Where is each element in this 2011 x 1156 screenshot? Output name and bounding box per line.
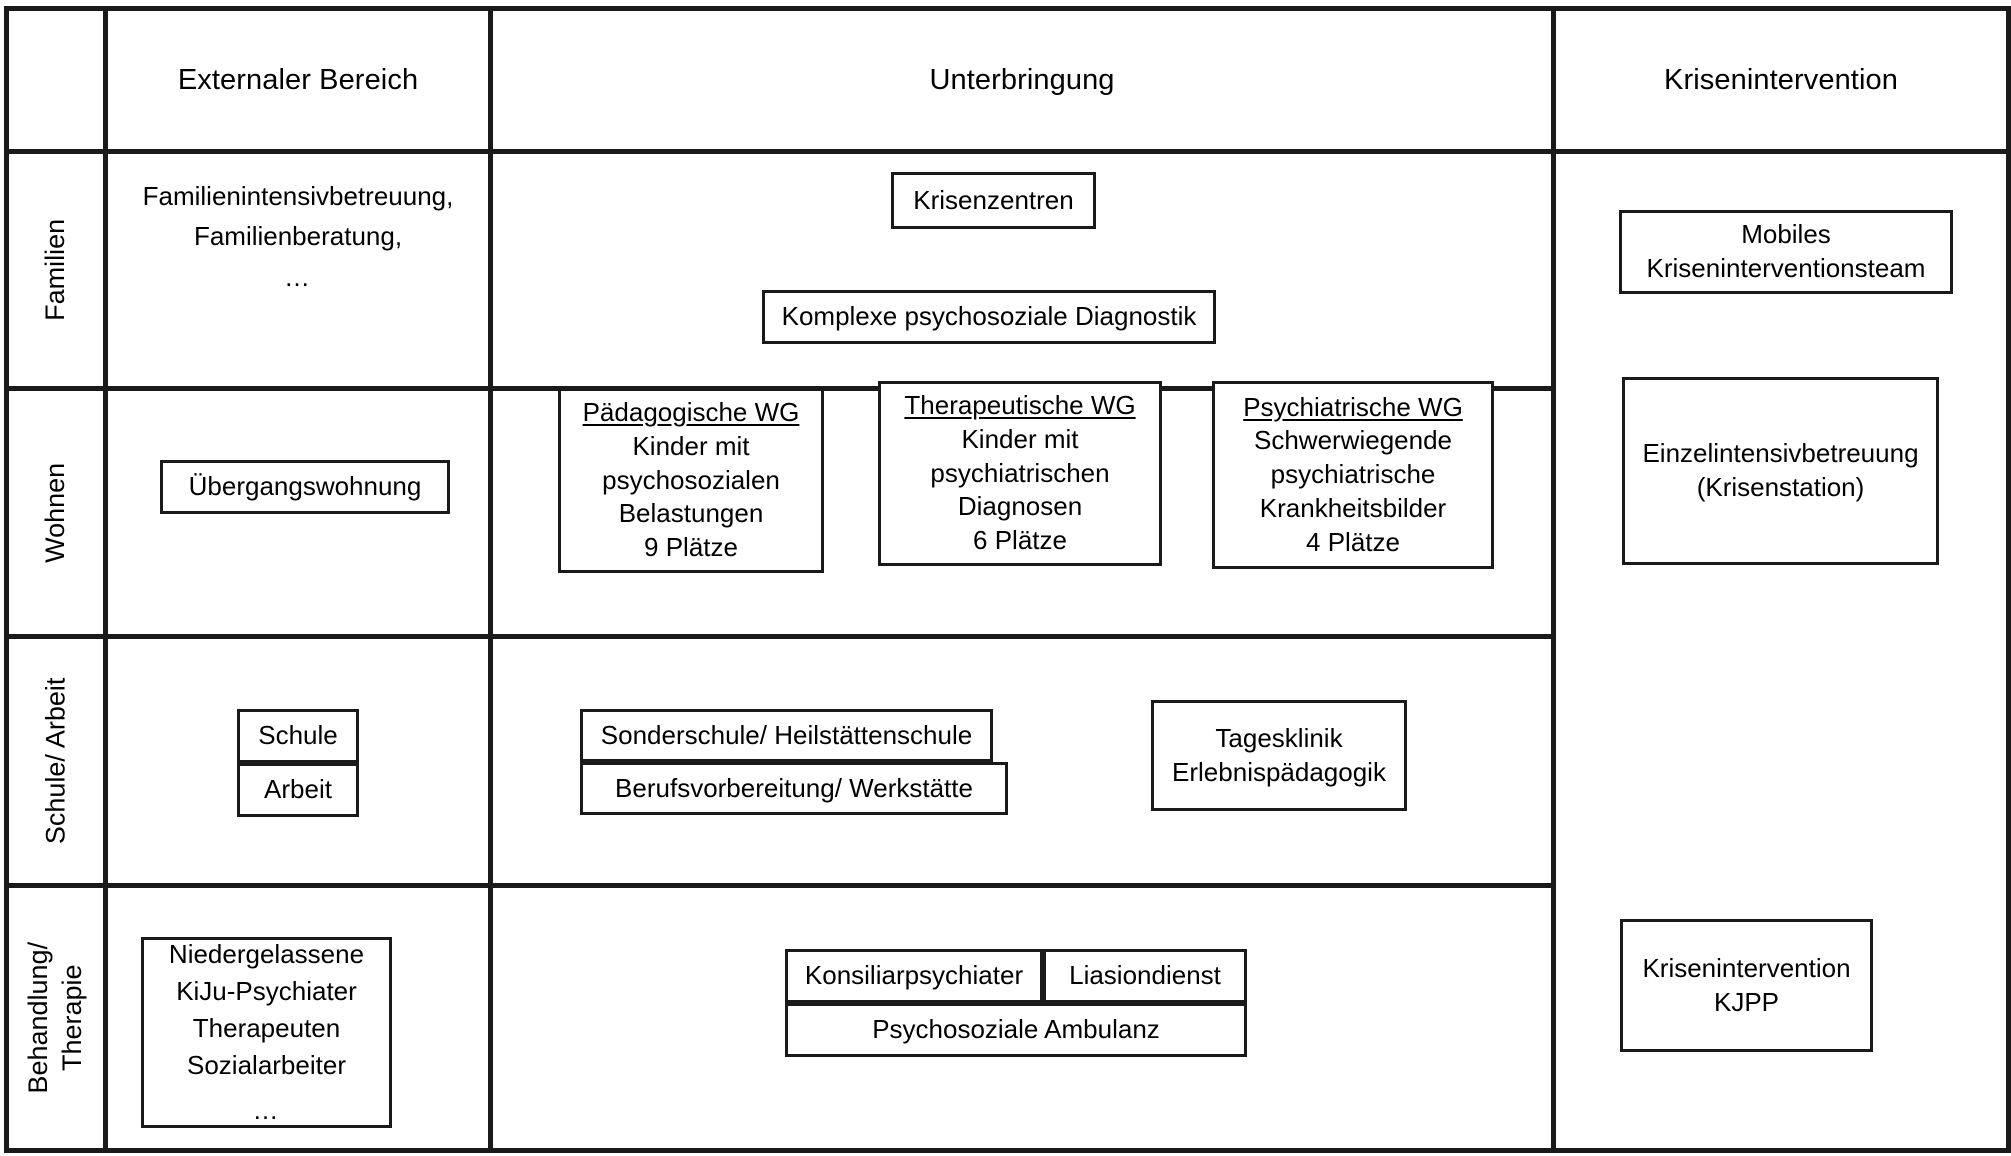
krisenintervention-kjpp-line-1: Krisenintervention [1642,952,1851,983]
grid-line-left-edge [4,6,9,1153]
paedagogische-wg-box[interactable]: Pädagogische WG Kinder mit psychosoziale… [558,388,824,573]
wg-line-1: Schwerwiegende [1253,425,1452,456]
mobiles-team-line-1: Mobiles [1741,219,1831,250]
krisenzentren-label: Krisenzentren [913,184,1074,215]
wg-line-1: Kinder mit [961,423,1079,454]
tagesklinik-erlebnispaedagogik-box[interactable]: Tagesklinik Erlebnispädagogik [1151,700,1407,811]
liasiondienst-box[interactable]: Liasiondienst [1043,949,1247,1003]
row-label-familien: Familien [9,154,103,386]
wg-title: Pädagogische WG [582,397,800,427]
text-line-2: Familienberatung, [193,221,403,252]
row-label-line-2: Therapie [57,964,88,1072]
row-label-text: Wohnen [40,462,71,563]
grid-line-wohnen-bottom [4,634,1555,639]
grid-line-top [4,6,2011,11]
wg-line-3: Belastungen [618,498,764,529]
row-label-behandlung-therapie: Behandlung/ Therapie [9,888,103,1148]
krisenintervention-kjpp-line-2: KJPP [1713,986,1780,1017]
sonderschule-label: Sonderschule/ Heilstättenschule [600,719,973,750]
wg-line-4: 9 Plätze [644,532,738,563]
grid-line-rowlabel-right [103,6,108,1153]
grid-line-bottom [4,1148,2011,1153]
sonderschule-heilstaettenschule-box[interactable]: Sonderschule/ Heilstättenschule [580,709,993,762]
berufsvorbereitung-label: Berufsvorbereitung/ Werkstätte [615,772,973,803]
grid-line-header-bottom [4,149,2011,154]
uebergangswohnung-box[interactable]: Übergangswohnung [160,460,450,514]
row-label-line-1: Behandlung/ [23,942,54,1094]
column-header-krisenintervention: Krisenintervention [1556,11,2006,149]
niedergelassene-box[interactable]: Niedergelassene KiJu-Psychiater Therapeu… [141,937,392,1128]
wg-line-2: psychiatrischen [930,457,1110,488]
mobiles-kriseninterventionsteam-box[interactable]: Mobiles Kriseninterventionsteam [1619,210,1953,294]
grid-line-schule-bottom [4,883,1555,888]
tagesklinik-line-2: Erlebnispädagogik [1172,756,1386,787]
konsiliarpsychiater-box[interactable]: Konsiliarpsychiater [785,949,1043,1003]
wg-line-4: 4 Plätze [1306,526,1400,557]
schule-box[interactable]: Schule [237,709,359,763]
krisenintervention-kjpp-box[interactable]: Krisenintervention KJPP [1620,919,1873,1052]
niedergelassene-line-3: Therapeuten [192,1013,341,1044]
niedergelassene-line-5: … [252,1094,281,1125]
einzelintensivbetreuung-box[interactable]: Einzelintensivbetreuung (Krisenstation) [1622,377,1939,565]
einzelintensivbetreuung-line-1: Einzelintensivbetreuung [1642,438,1919,469]
niedergelassene-line-2: KiJu-Psychiater [176,976,357,1007]
arbeit-box[interactable]: Arbeit [237,763,359,817]
berufsvorbereitung-werkstaette-box[interactable]: Berufsvorbereitung/ Werkstätte [580,762,1008,815]
psychiatrische-wg-box[interactable]: Psychiatrische WG Schwerwiegende psychia… [1212,381,1494,569]
wg-line-3: Krankheitsbilder [1259,492,1447,523]
text-line-1: Familienintensivbetreuung, [142,181,454,211]
psychosoziale-ambulanz-label: Psychosoziale Ambulanz [872,1014,1160,1045]
psychosoziale-ambulanz-box[interactable]: Psychosoziale Ambulanz [785,1003,1247,1057]
therapeutische-wg-box[interactable]: Therapeutische WG Kinder mit psychiatris… [878,381,1162,566]
uebergangswohnung-label: Übergangswohnung [188,471,422,502]
row-label-text: Familien [40,218,71,322]
arbeit-label: Arbeit [264,774,332,805]
row-label-schule-arbeit: Schule/ Arbeit [9,639,103,883]
grid-line-col2-right [1551,6,1556,1153]
column-header-externaler-bereich: Externaler Bereich [108,11,488,149]
wg-title: Therapeutische WG [904,390,1136,420]
schule-label: Schule [258,720,338,751]
mobiles-team-line-2: Kriseninterventionsteam [1646,253,1926,283]
familienintensivbetreuung-text: Familienintensivbetreuung, Familienberat… [113,176,483,297]
row-label-text-group: Behandlung/ Therapie [22,942,90,1094]
grid-line-right-edge [2006,6,2011,1153]
komplexe-psychosoziale-diagnostik-box[interactable]: Komplexe psychosoziale Diagnostik [762,290,1216,344]
konsiliarpsychiater-label: Konsiliarpsychiater [804,960,1024,991]
text-line-3: … [284,261,312,292]
wg-line-4: 6 Plätze [973,525,1067,556]
krisenzentren-box[interactable]: Krisenzentren [891,172,1096,229]
wg-line-1: Kinder mit [632,430,750,461]
liasiondienst-label: Liasiondienst [1069,960,1221,991]
wg-line-2: psychiatrische [1270,459,1436,490]
wg-title: Psychiatrische WG [1243,391,1463,422]
grid-line-col1-right [488,6,493,1153]
einzelintensivbetreuung-line-2: (Krisenstation) [1696,472,1865,502]
column-header-label: Unterbringung [929,63,1115,96]
niedergelassene-line-4: Sozialarbeiter [187,1049,346,1080]
row-label-wohnen: Wohnen [9,391,103,634]
wg-line-3: Diagnosen [957,491,1083,522]
column-header-label: Externaler Bereich [177,63,419,96]
komplexe-diagnostik-label: Komplexe psychosoziale Diagnostik [781,301,1197,332]
niedergelassene-line-1: Niedergelassene [168,939,365,970]
tagesklinik-line-1: Tagesklinik [1215,722,1343,753]
column-header-label: Krisenintervention [1664,63,1898,96]
wg-line-2: psychosozialen [602,464,780,495]
row-label-text: Schule/ Arbeit [40,677,71,845]
column-header-unterbringung: Unterbringung [493,11,1551,149]
